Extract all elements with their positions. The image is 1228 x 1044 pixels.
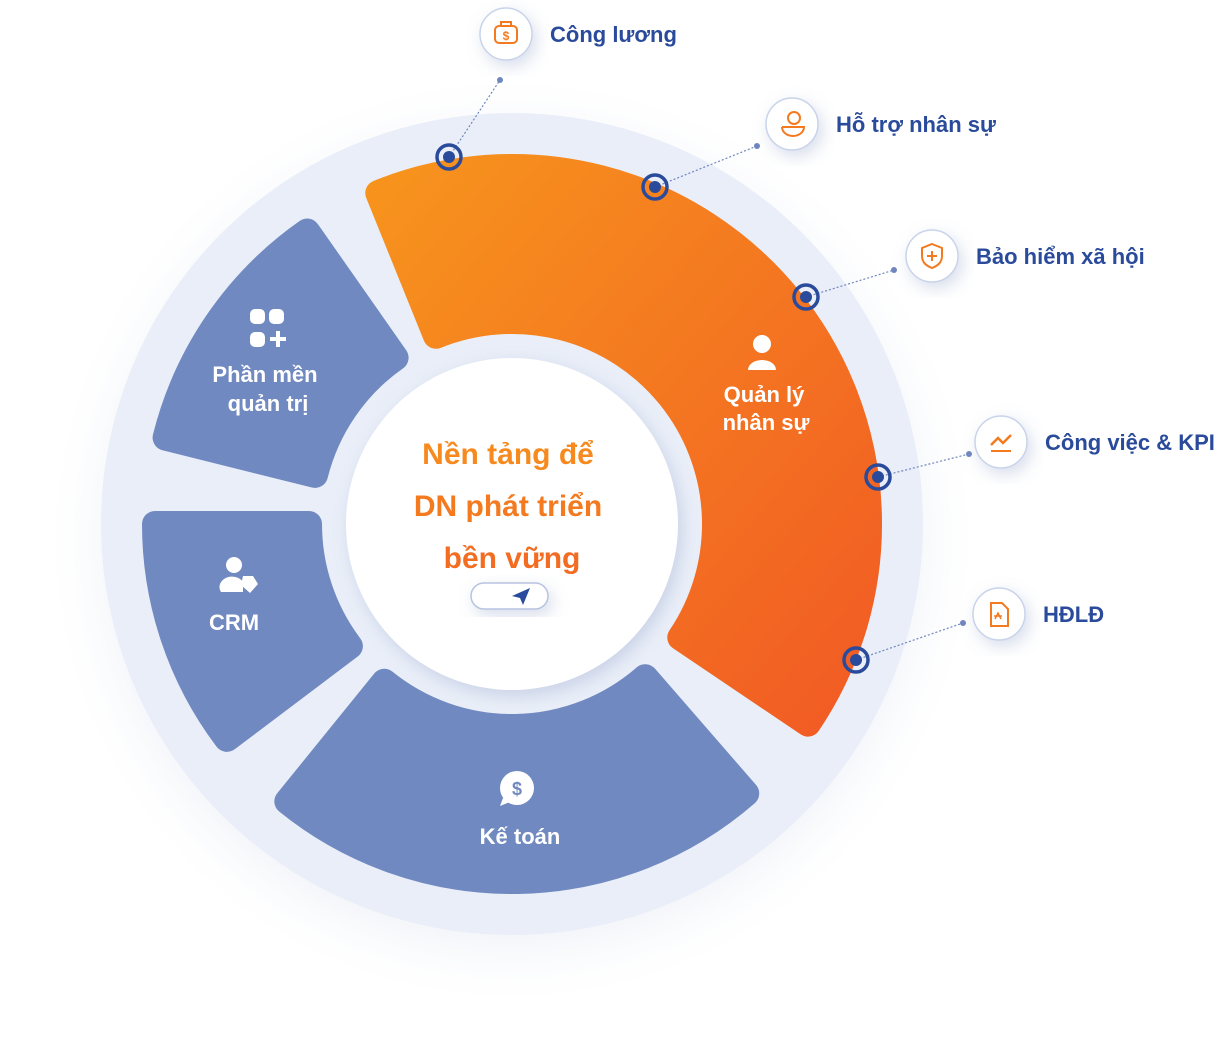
apps-add-icon: [250, 309, 286, 347]
segment-hr-label-1: Quản lý: [724, 382, 805, 407]
callout-label: Công lương: [550, 22, 677, 47]
connector-end-dot: [960, 620, 966, 626]
connector-end-dot: [754, 143, 760, 149]
connector-line: [805, 269, 895, 298]
segment-management-software[interactable]: [152, 218, 409, 488]
anchor-dot: [792, 283, 820, 311]
callout-3[interactable]: Bảo hiểm xã hội: [792, 229, 1145, 311]
callout-5[interactable]: HĐLĐ: [842, 587, 1104, 674]
callout-2[interactable]: Hỗ trợ nhân sự: [641, 97, 996, 201]
callout-icon-circle[interactable]: [479, 7, 533, 61]
user-tag-icon: [219, 557, 258, 593]
connector-end-dot: [497, 77, 503, 83]
callout-label: Hỗ trợ nhân sự: [836, 112, 996, 137]
segment-accounting-label: Kế toán: [480, 824, 561, 849]
center-title-line-3: bền vững: [444, 542, 581, 575]
center-title-line-1: Nền tảng để: [422, 438, 594, 471]
salary-bag-icon: $: [494, 21, 518, 44]
connector-line: [855, 622, 964, 661]
connector-line: [448, 79, 501, 158]
anchor-dot: [842, 646, 870, 674]
segment-hr-label-2: nhân sự: [723, 410, 810, 435]
shield-plus-icon: [921, 242, 943, 270]
connector-end-dot: [891, 267, 897, 273]
anchor-dot: [864, 463, 892, 491]
segment-software-label-1: Phần mền: [212, 362, 317, 387]
callout-label: Công việc & KPI: [1045, 430, 1215, 455]
center-title-line-2: DN phát triển: [414, 490, 602, 523]
callout-label: HĐLĐ: [1043, 602, 1104, 627]
segment-crm-label: CRM: [209, 610, 259, 635]
segment-crm[interactable]: [142, 511, 363, 752]
support-person-icon: [781, 111, 806, 137]
callout-label: Bảo hiểm xã hội: [976, 244, 1145, 269]
send-icon: [512, 588, 530, 605]
svg-text:$: $: [503, 29, 510, 43]
anchor-dot: [641, 173, 669, 201]
user-icon: [748, 335, 776, 370]
svg-text:$: $: [512, 779, 522, 799]
anchor-dot: [435, 143, 463, 171]
callout-1[interactable]: $ Công lương: [435, 7, 677, 171]
dollar-chat-icon: $: [500, 771, 534, 806]
contract-document-icon: [990, 602, 1009, 627]
center-circle: [346, 358, 678, 690]
send-button[interactable]: [470, 582, 549, 610]
callout-4[interactable]: Công việc & KPI: [864, 415, 1215, 491]
connector-end-dot: [966, 451, 972, 457]
chart-trend-icon: [990, 434, 1012, 452]
segment-software-label-2: quản trị: [228, 391, 309, 416]
